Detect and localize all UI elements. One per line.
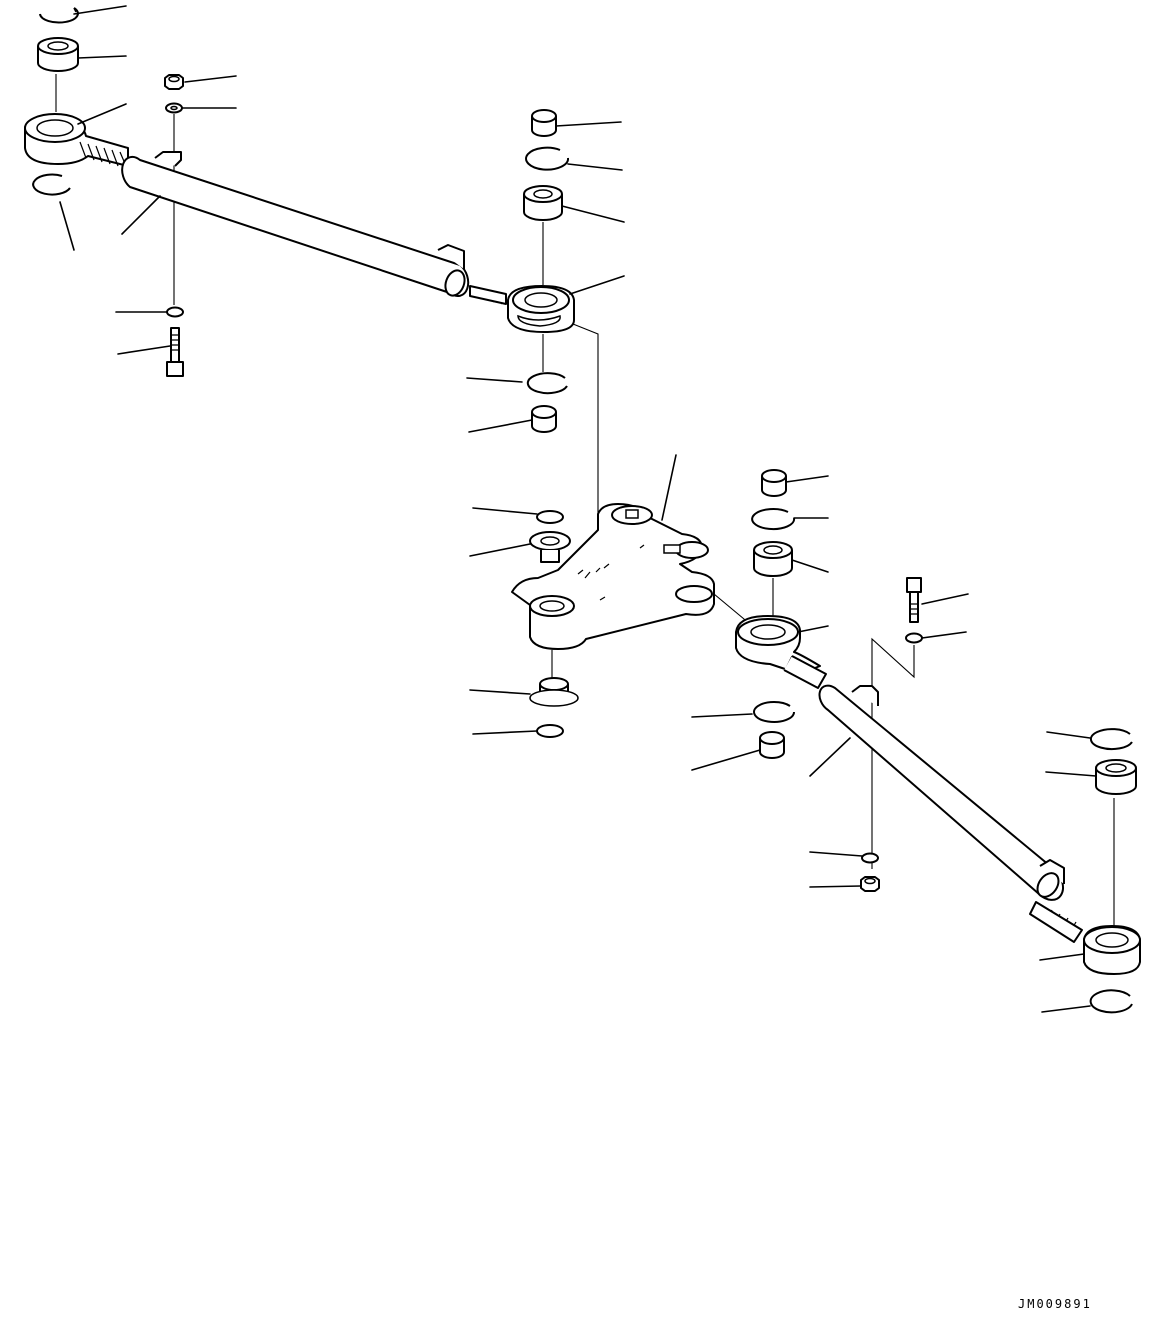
- snap-ring-3: [525, 146, 570, 171]
- dust-cap-1: [531, 109, 557, 137]
- upper-left-tie-rod-assembly: [24, 7, 470, 377]
- snap-ring-1: [39, 7, 79, 24]
- lower-right-tie-rod-assembly: [818, 577, 1141, 1014]
- dust-cap-4: [759, 731, 785, 759]
- bolt-1: [166, 327, 184, 377]
- bolt-2: [906, 577, 922, 623]
- center-arm-assembly: [511, 503, 715, 738]
- nut-1: [164, 74, 184, 90]
- upper-right-joint-stack: [469, 109, 575, 433]
- drawing-number: JM009891: [1018, 1297, 1092, 1311]
- snap-ring-8: [1089, 989, 1133, 1014]
- bushing-2: [523, 185, 563, 221]
- dust-cap-3: [761, 469, 787, 497]
- leader-lines: [59, 5, 1097, 1013]
- nut-2: [860, 876, 880, 892]
- bushing-5: [1095, 759, 1137, 795]
- bushing-1: [37, 37, 79, 72]
- dust-cap-2: [531, 405, 557, 433]
- center-arm: [511, 503, 715, 650]
- flanged-bushing-1: [529, 531, 571, 563]
- rod-end-eye-1: [24, 113, 129, 167]
- bushing-3: [529, 677, 579, 707]
- snap-ring-7: [1089, 728, 1133, 751]
- bushing-4: [753, 541, 793, 577]
- tie-rod-tube-2: [818, 684, 1065, 901]
- lower-joint-stack: [735, 469, 827, 759]
- washer-4: [861, 852, 879, 864]
- rod-end-eye-3: [735, 615, 827, 689]
- washer-2: [166, 306, 184, 318]
- tie-rod-tube-1: [121, 151, 470, 298]
- rod-end-eye-2: [469, 285, 575, 333]
- snap-ring-2: [32, 173, 71, 196]
- o-ring-2: [536, 724, 564, 738]
- o-ring-1: [536, 510, 564, 524]
- washer-3: [905, 632, 923, 644]
- snap-ring-6: [753, 701, 795, 723]
- snap-ring-5: [751, 508, 796, 531]
- rod-end-eye-4: [1029, 901, 1141, 975]
- snap-ring-4: [526, 372, 568, 395]
- washer-1: [165, 102, 183, 114]
